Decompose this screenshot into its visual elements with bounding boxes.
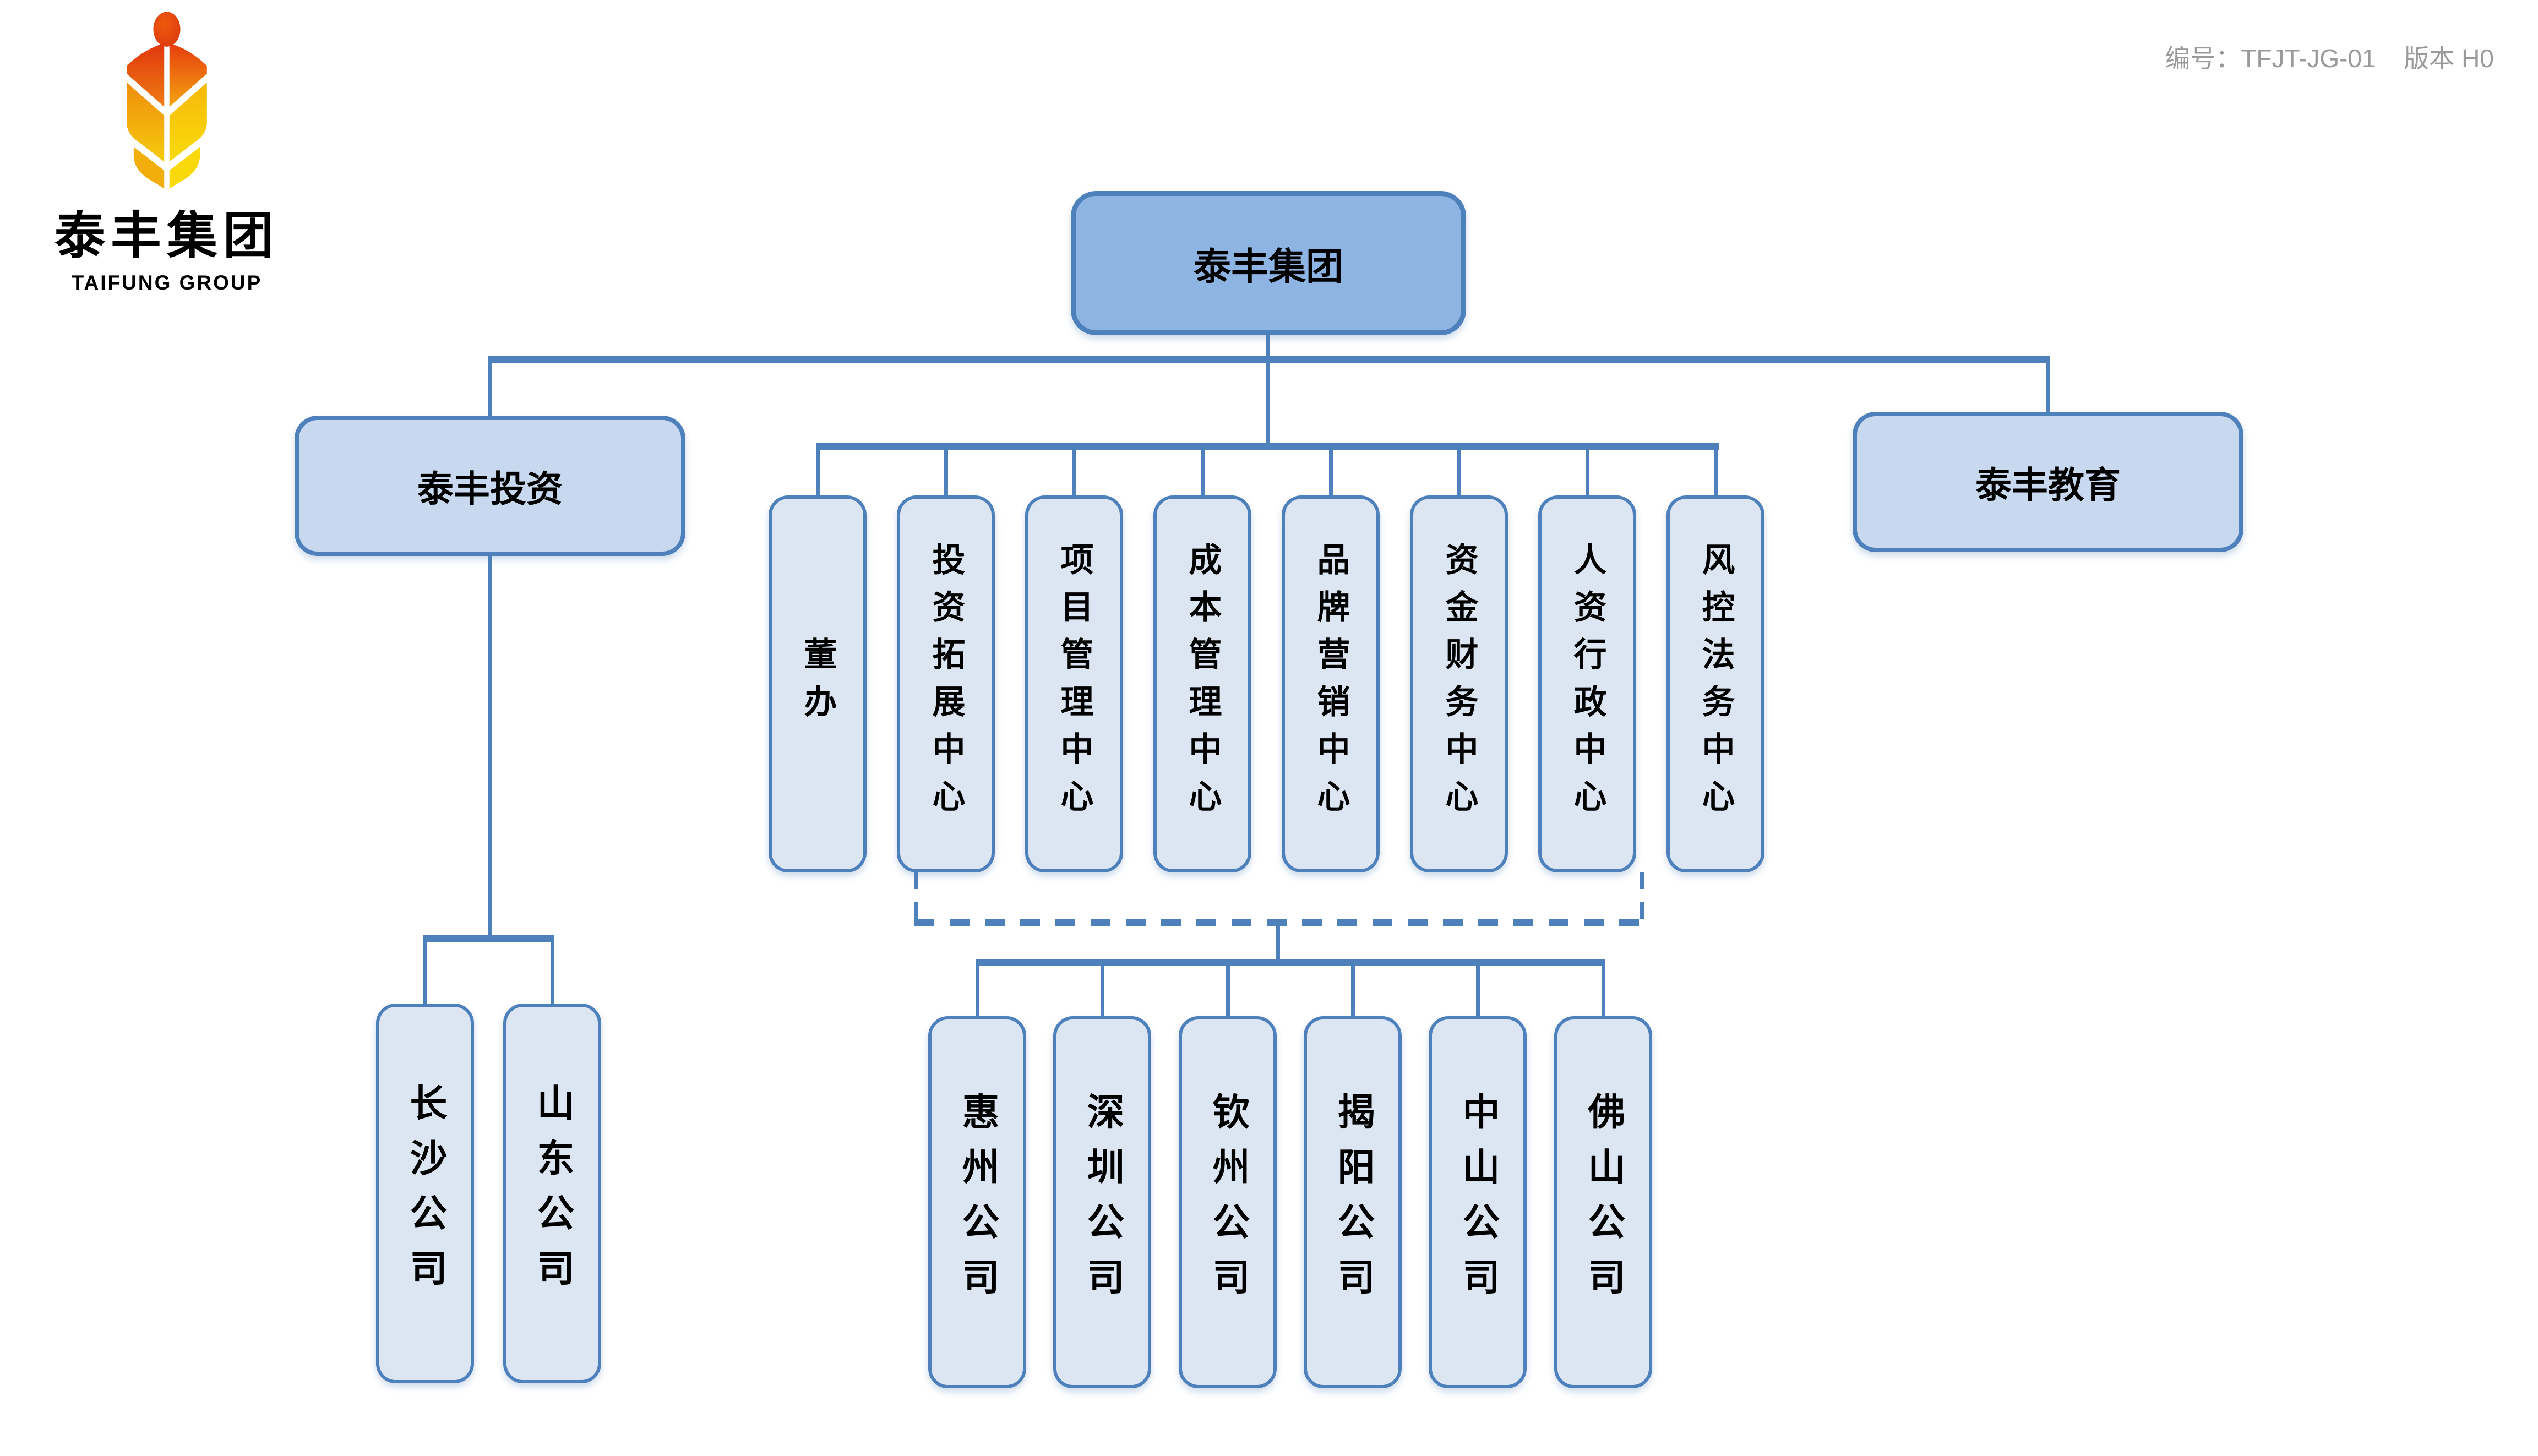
- taifung-wheat-logo-icon: [127, 12, 207, 189]
- company-label: 中山公司: [1457, 1092, 1499, 1312]
- connector-departments-horizontal: [816, 443, 1719, 450]
- subsidiary-investment-label: 泰丰投资: [417, 468, 563, 509]
- department-box-cost-management: 成本管理中心: [1153, 495, 1251, 872]
- department-box-hr-admin: 人资行政中心: [1538, 495, 1636, 872]
- company-box-qinzhou: 钦州公司: [1179, 1016, 1277, 1388]
- department-label: 品牌营销中心: [1312, 542, 1349, 826]
- connector-drop-regional-5: [1476, 959, 1480, 1018]
- company-label: 长沙公司: [404, 1083, 446, 1304]
- company-box-huizhou: 惠州公司: [928, 1016, 1026, 1388]
- connector-drop-dept-2: [944, 443, 948, 497]
- company-logo: 泰丰集团 TAIFUNG GROUP: [48, 10, 285, 295]
- department-box-investment-expansion: 投资拓展中心: [897, 495, 995, 872]
- connector-investment-downline: [488, 554, 492, 936]
- connector-drop-investment: [488, 356, 492, 417]
- document-number: 编号：TFJT-JG-01 版本 H0: [2165, 39, 2494, 75]
- connector-drop-dept-5: [1329, 443, 1333, 497]
- subsidiary-box-taifung-investment: 泰丰投资: [295, 416, 685, 556]
- company-box-zhongshan: 中山公司: [1429, 1016, 1527, 1388]
- connector-root-drop: [1266, 333, 1270, 447]
- logo-company-name-cn: 泰丰集团: [54, 208, 279, 264]
- connector-regional-horizontal: [976, 959, 1605, 966]
- logo-company-name-en: TAIFUNG GROUP: [71, 271, 263, 294]
- company-label: 深圳公司: [1081, 1092, 1123, 1312]
- connector-dashed-right: [1640, 872, 1644, 923]
- department-box-project-management: 项目管理中心: [1025, 495, 1123, 872]
- department-label: 风控法务中心: [1697, 542, 1734, 826]
- connector-drop-regional-3: [1226, 959, 1230, 1018]
- connector-drop-dept-4: [1201, 443, 1205, 497]
- connector-dashed-left: [914, 872, 918, 923]
- connector-drop-regional-4: [1351, 959, 1355, 1018]
- department-label: 投资拓展中心: [928, 542, 965, 826]
- root-box-label: 泰丰集团: [1193, 246, 1343, 288]
- connector-drop-dept-7: [1586, 443, 1589, 497]
- company-box-changsha: 长沙公司: [376, 1004, 474, 1383]
- connector-investment-bracket: [423, 935, 554, 942]
- connector-drop-dept-3: [1072, 443, 1076, 497]
- department-box-brand-marketing: 品牌营销中心: [1282, 495, 1380, 872]
- company-label: 佛山公司: [1582, 1092, 1624, 1312]
- connector-drop-changsha: [423, 935, 427, 1005]
- connector-main-horizontal: [488, 356, 2050, 363]
- company-box-jieyang: 揭阳公司: [1304, 1016, 1402, 1388]
- connector-drop-regional-2: [1101, 959, 1104, 1018]
- connector-dashed-horizontal: [914, 919, 1644, 926]
- department-label: 人资行政中心: [1569, 542, 1606, 826]
- connector-drop-dept-8: [1714, 443, 1718, 497]
- connector-drop-regional-6: [1602, 959, 1605, 1018]
- company-box-shenzhen: 深圳公司: [1053, 1016, 1151, 1388]
- company-label: 钦州公司: [1207, 1092, 1249, 1312]
- connector-drop-dept-6: [1457, 443, 1461, 497]
- department-label: 资金财务中心: [1441, 542, 1478, 826]
- doc-number-text: 编号：TFJT-JG-01: [2165, 44, 2376, 73]
- department-box-risk-legal: 风控法务中心: [1666, 495, 1764, 872]
- root-box-taifung-group: 泰丰集团: [1071, 191, 1466, 335]
- subsidiary-box-taifung-education: 泰丰教育: [1853, 412, 2243, 552]
- company-label: 揭阳公司: [1332, 1092, 1374, 1312]
- subsidiary-education-label: 泰丰教育: [1975, 464, 2121, 505]
- connector-dashed-center-drop: [1276, 924, 1280, 961]
- connector-drop-regional-1: [976, 959, 979, 1018]
- department-box-finance: 资金财务中心: [1410, 495, 1508, 872]
- connector-drop-shandong: [551, 935, 554, 1005]
- connector-drop-education: [2046, 356, 2050, 413]
- doc-version-text: 版本 H0: [2404, 44, 2494, 73]
- connector-drop-dept-1: [816, 443, 820, 497]
- department-label: 项目管理中心: [1056, 542, 1093, 826]
- department-label: 成本管理中心: [1184, 542, 1221, 826]
- company-box-shandong: 山东公司: [503, 1004, 601, 1383]
- department-box-dongban: 董办: [769, 495, 867, 872]
- department-label: 董办: [799, 636, 836, 732]
- company-box-foshan: 佛山公司: [1554, 1016, 1652, 1388]
- company-label: 山东公司: [531, 1083, 573, 1304]
- company-label: 惠州公司: [956, 1092, 998, 1312]
